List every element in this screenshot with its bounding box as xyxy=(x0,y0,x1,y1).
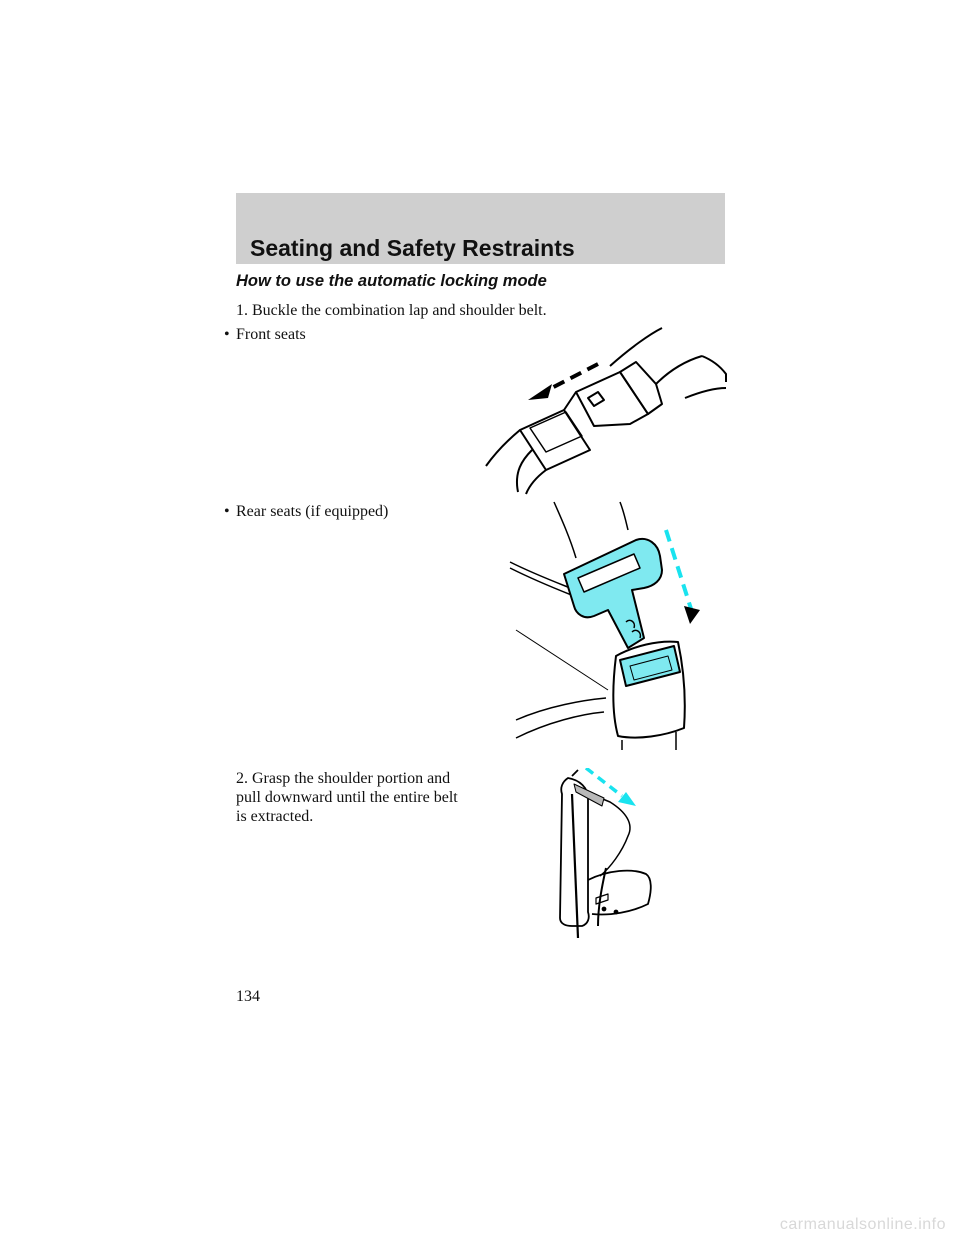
watermark: carmanualsonline.info xyxy=(779,1216,946,1233)
buckle-tongue-shape xyxy=(563,538,663,649)
rear-seat-buckle-illustration xyxy=(509,501,700,750)
step-2-line: is extracted. xyxy=(236,808,314,825)
step-1-text: 1. Buckle the combination lap and should… xyxy=(236,302,547,319)
bullet-rear-seats-label: Rear seats (if equipped) xyxy=(236,503,389,520)
step-2-line: 2. Grasp the shoulder portion and xyxy=(236,770,451,787)
page-number: 134 xyxy=(236,988,260,1005)
bullet-dot: • xyxy=(224,503,230,520)
bullet-rear-seats: • Rear seats (if equipped) xyxy=(224,502,388,521)
section-title: Seating and Safety Restraints xyxy=(250,235,575,261)
seat-shoulder-belt-illustration xyxy=(559,768,652,939)
step-2-line: pull downward until the entire belt xyxy=(236,789,458,806)
bullet-front-seats: • Front seats xyxy=(224,325,306,344)
bullet-dot: • xyxy=(224,326,230,343)
bullet-front-seats-label: Front seats xyxy=(236,326,306,343)
front-seat-buckle-illustration xyxy=(485,327,727,495)
step-2-text: 2. Grasp the shoulder portion and pull d… xyxy=(236,769,458,826)
subheading: How to use the automatic locking mode xyxy=(236,272,547,290)
section-header-band: Seating and Safety Restraints xyxy=(236,193,725,264)
